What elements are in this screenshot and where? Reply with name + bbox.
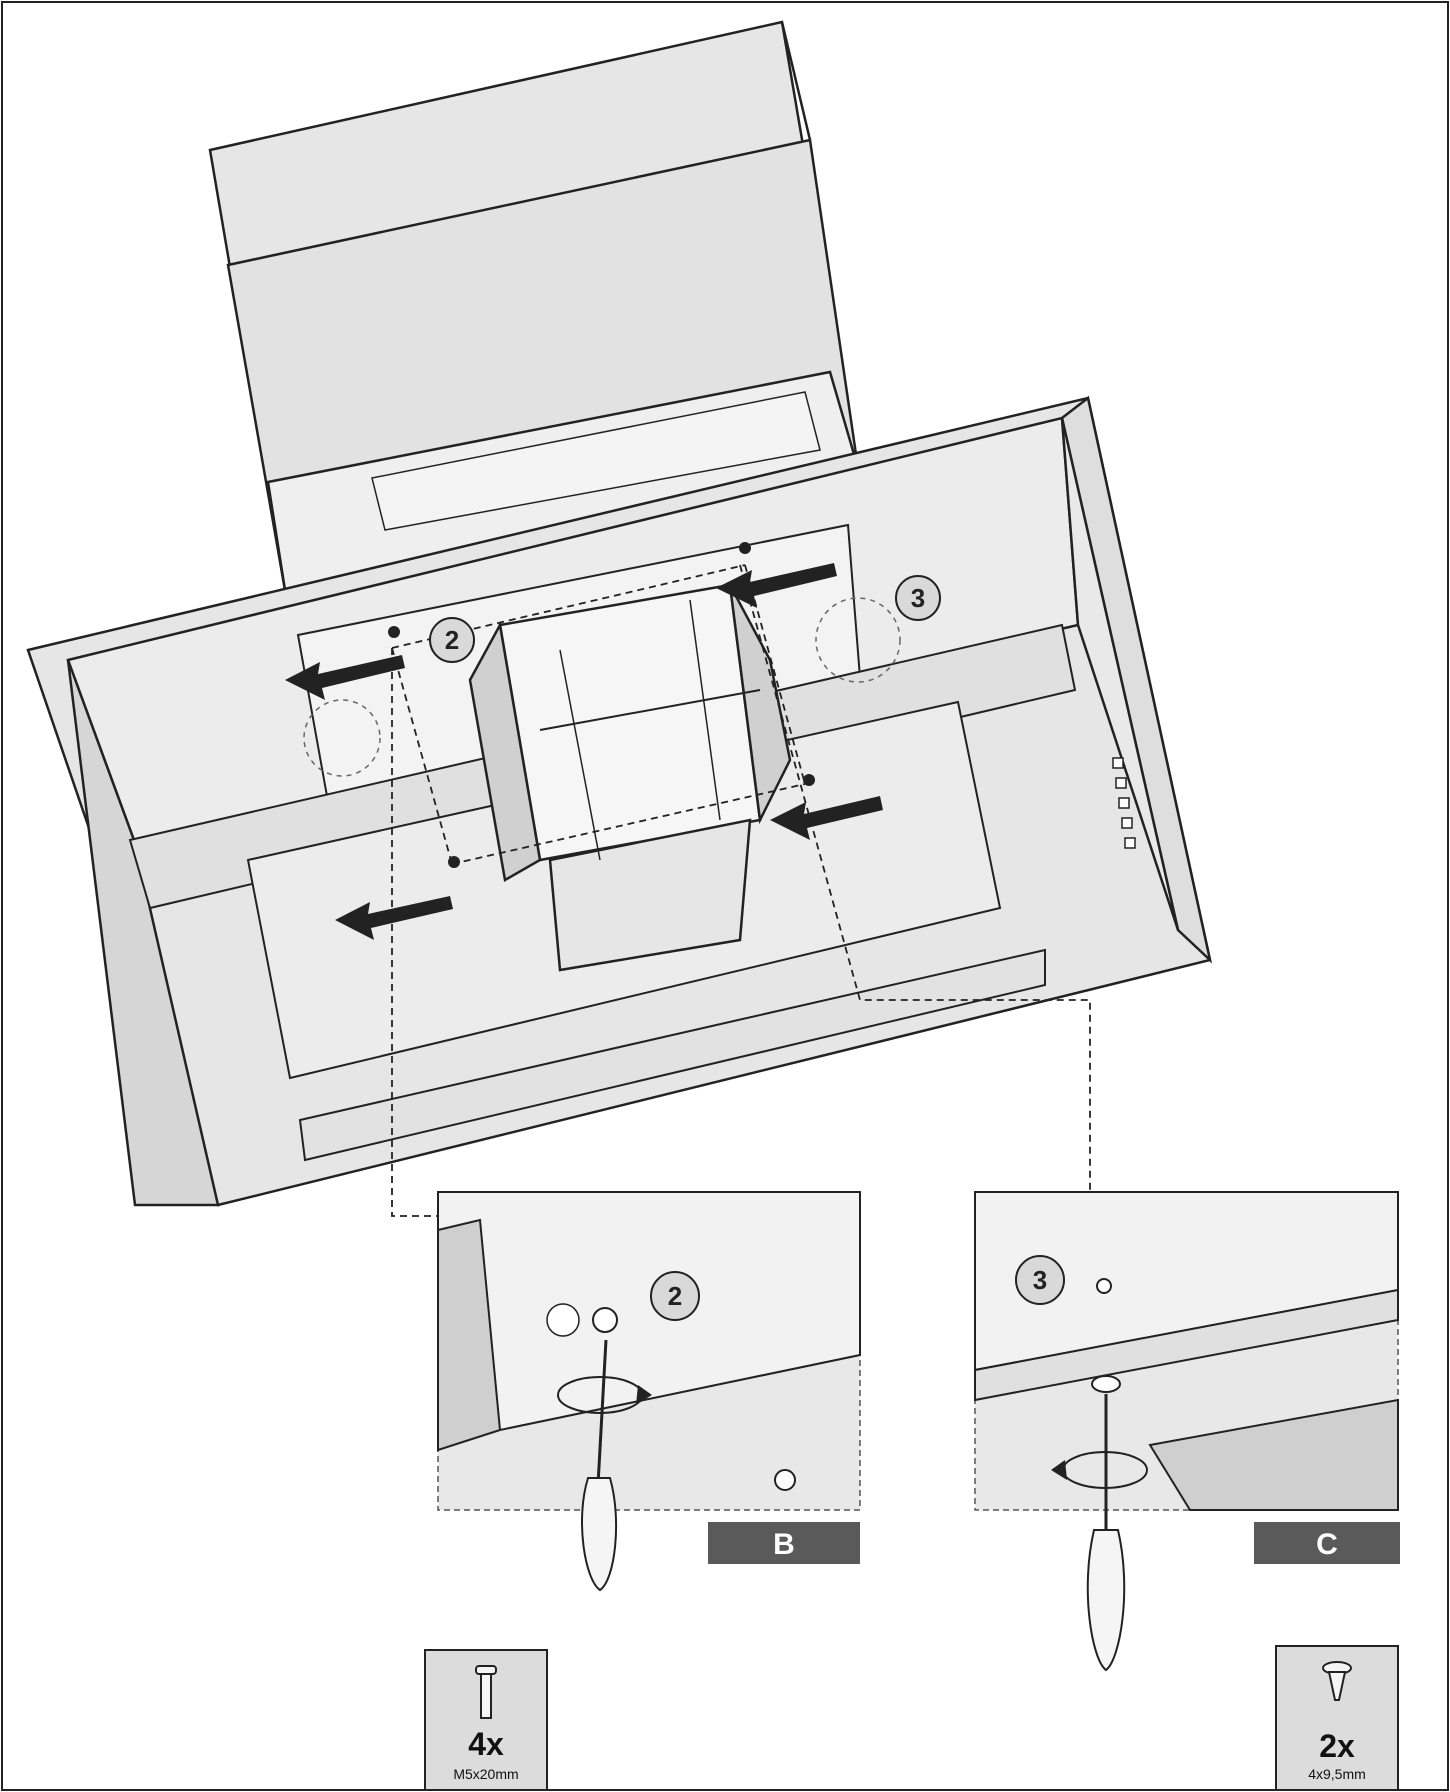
detail-panel-b [437,1191,861,1511]
screw-points [388,542,815,868]
hole-markers [303,597,901,777]
screw-quantity: 4x [468,1726,504,1762]
detail-panel-c [974,1191,1399,1511]
screw-box-left: 4x M5x20mm [424,1649,548,1791]
screw-icon [475,1665,497,1719]
panel-letter: C [1316,1528,1338,1561]
step-badge-2-main: 2 [429,617,475,663]
arrow-right-bottom [770,796,883,840]
arrow-right-top [716,563,837,608]
motor-unit [468,583,792,972]
screwdriver-b [581,1339,618,1592]
screw-box-right: 2x 4x9,5mm [1275,1645,1399,1791]
panel-label-c: C [1254,1522,1400,1564]
screwdriver-c [1086,1394,1126,1672]
panel-label-b: B [708,1522,860,1564]
screw-spec: M5x20mm [453,1766,518,1782]
arrow-left-bottom [335,896,453,940]
chimney-duct [208,20,860,592]
step-badge-3-main: 3 [895,575,941,621]
arrow-left-top [285,655,405,700]
screw-quantity: 2x [1319,1728,1355,1764]
step-number: 2 [445,625,459,655]
step-badge-2-detail: 2 [650,1271,700,1321]
panel-letter: B [773,1528,795,1561]
step-number: 3 [1033,1265,1047,1295]
screw-icon [1322,1661,1352,1701]
control-panel [1112,757,1136,849]
step-badge-3-detail: 3 [1015,1255,1065,1305]
step-number: 3 [911,583,925,613]
step-number: 2 [668,1281,682,1311]
direction-arrows [285,563,883,940]
screw-spec: 4x9,5mm [1308,1766,1366,1782]
